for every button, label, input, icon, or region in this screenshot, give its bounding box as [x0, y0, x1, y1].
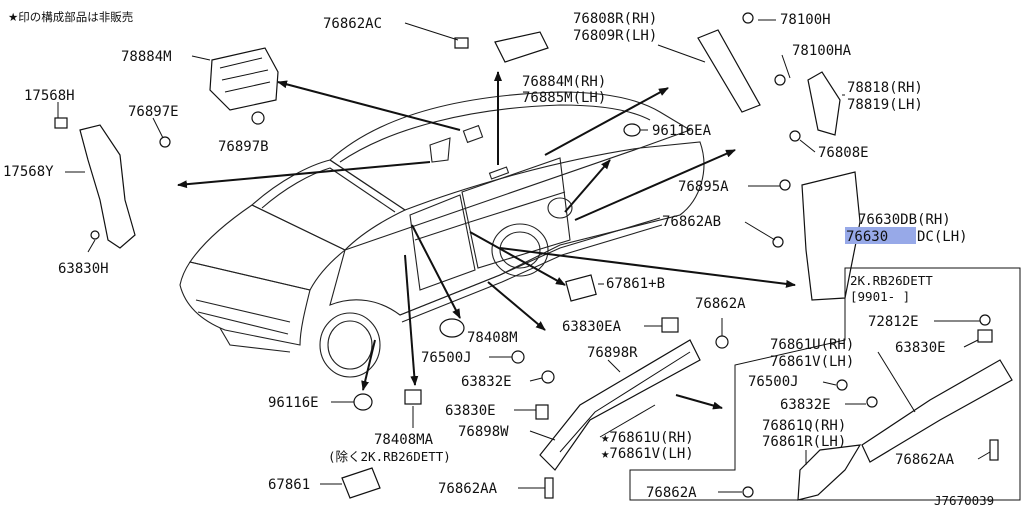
label-96116E[interactable]: 96116E: [268, 395, 319, 411]
label-63830E[interactable]: 63830E: [445, 403, 496, 419]
label-76861V-lh[interactable]: ★76861V(LH): [601, 446, 694, 462]
inset-label-76861U-rh[interactable]: 76861U(RH): [770, 337, 854, 353]
label-76897E[interactable]: 76897E: [128, 104, 179, 120]
label-76862AA[interactable]: 76862AA: [438, 481, 498, 497]
inset-label-76861R-lh[interactable]: 76861R(LH): [762, 434, 846, 450]
label-67861-b[interactable]: 67861+B: [606, 276, 665, 292]
label-76862A[interactable]: 76862A: [695, 296, 746, 312]
label-76897B[interactable]: 76897B: [218, 139, 269, 155]
label-78100HA[interactable]: 78100HA: [792, 43, 852, 59]
parts-shapes: [54, 12, 861, 499]
label-63830EA[interactable]: 63830EA: [562, 319, 622, 335]
label-76862AB[interactable]: 76862AB: [662, 214, 721, 230]
label-76808E[interactable]: 76808E: [818, 145, 869, 161]
inset-label-76861Q-rh[interactable]: 76861Q(RH): [762, 418, 846, 434]
note-text: ★印の構成部品は非販売: [8, 10, 133, 24]
label-76808R-rh[interactable]: 76808R(RH): [573, 11, 657, 27]
label-17568Y[interactable]: 17568Y: [3, 164, 54, 180]
inset-engine: 2K.RB26DETT: [850, 273, 933, 288]
label-63832E[interactable]: 63832E: [461, 374, 512, 390]
label-76898W[interactable]: 76898W: [458, 424, 509, 440]
label-76861U-rh[interactable]: ★76861U(RH): [601, 430, 694, 446]
leader-arrows: [177, 71, 796, 410]
inset-label-63832E[interactable]: 63832E: [780, 397, 831, 413]
label-76862AC[interactable]: 76862AC: [323, 16, 382, 32]
label-76630DB-rh[interactable]: 76630DB(RH): [858, 212, 951, 228]
label-leaders: [57, 19, 991, 493]
inset-date: [9901- ]: [850, 289, 910, 304]
label-63830H[interactable]: 63830H: [58, 261, 109, 277]
inset-label-76862A[interactable]: 76862A: [646, 485, 697, 501]
label-67861[interactable]: 67861: [268, 477, 310, 493]
label-exclude-note: (除く2K.RB26DETT): [328, 449, 451, 464]
inset-label-76862AA[interactable]: 76862AA: [895, 452, 955, 468]
inset-label-63830E[interactable]: 63830E: [895, 340, 946, 356]
label-76809R-lh[interactable]: 76809R(LH): [573, 28, 657, 44]
label-78819-lh[interactable]: 78819(LH): [847, 97, 923, 113]
part-labels: 76862AC 78884M 17568H 76897E 76897B 1756…: [3, 11, 968, 501]
label-78100H[interactable]: 78100H: [780, 12, 831, 28]
label-78884M[interactable]: 78884M: [121, 49, 172, 65]
label-76500J[interactable]: 76500J: [421, 350, 472, 366]
label-78818-rh[interactable]: 78818(RH): [847, 80, 923, 96]
inset-label-72812E[interactable]: 72812E: [868, 314, 919, 330]
label-76898R[interactable]: 76898R: [587, 345, 638, 361]
label-76630DC-lh-suffix[interactable]: DC(LH): [917, 229, 968, 245]
label-78408MA[interactable]: 78408MA: [374, 432, 434, 448]
label-96116EA[interactable]: 96116EA: [652, 123, 712, 139]
inset-label-76861V-lh[interactable]: 76861V(LH): [770, 354, 854, 370]
car-body-illustration: [179, 91, 705, 378]
highlight-76630DC: [845, 227, 916, 244]
label-76630DC-lh-part-number[interactable]: 76630: [846, 229, 888, 245]
inset-label-76500J[interactable]: 76500J: [748, 374, 799, 390]
label-78408M[interactable]: 78408M: [467, 330, 518, 346]
label-17568H[interactable]: 17568H: [24, 88, 75, 104]
label-76884M-rh[interactable]: 76884M(RH): [522, 74, 606, 90]
label-76895A[interactable]: 76895A: [678, 179, 729, 195]
inset-panel: 2K.RB26DETT [9901- ]: [629, 267, 1021, 501]
label-76885M-lh[interactable]: 76885M(LH): [522, 90, 606, 106]
